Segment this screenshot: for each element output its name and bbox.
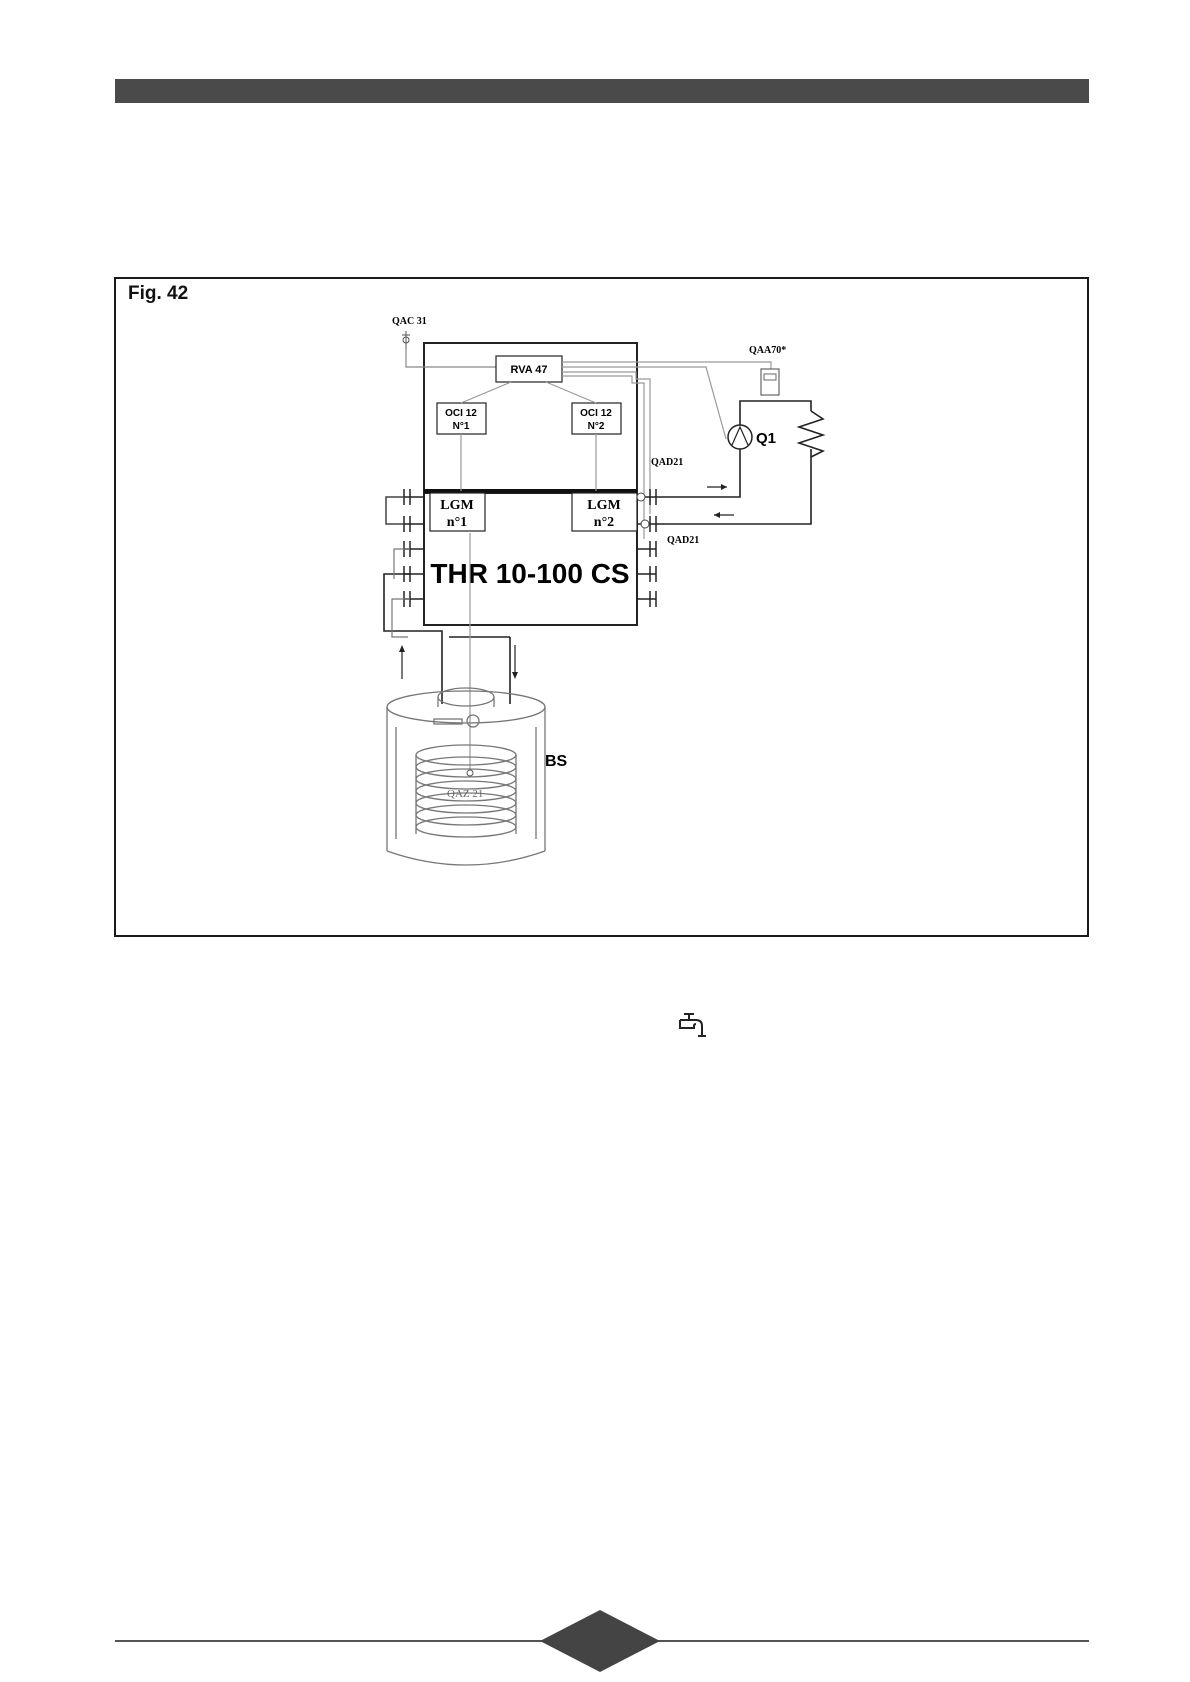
rva-label: RVA 47 xyxy=(510,364,547,376)
qaz-label: QAZ 21 xyxy=(447,788,483,800)
lgm2-label-line1: LGM xyxy=(587,498,620,513)
tank-label: BS xyxy=(545,753,568,770)
pump-q1 xyxy=(728,425,752,449)
right-connectors xyxy=(637,489,656,607)
qac-label: QAC 31 xyxy=(392,316,427,327)
footer-tab xyxy=(540,1610,660,1672)
oci2-label-line2: N°2 xyxy=(588,421,605,432)
lgm1-label-line2: n°1 xyxy=(447,515,467,530)
pump-label: Q1 xyxy=(756,430,776,447)
qaa-label: QAA70* xyxy=(749,345,786,356)
oci2-label-line1: OCI 12 xyxy=(580,408,612,419)
tap-icon xyxy=(678,1012,712,1040)
figure-frame: Fig. 42 QAC 31 RVA 47 QAA70* OCI 12 N°1 … xyxy=(114,277,1089,937)
boiler-label: THR 10-100 CS xyxy=(430,558,629,589)
heating-diagram: QAC 31 RVA 47 QAA70* OCI 12 N°1 OCI 12 N… xyxy=(116,279,1087,935)
storage-tank xyxy=(387,688,545,865)
qad-top-label: QAD21 xyxy=(651,457,683,468)
left-connectors xyxy=(404,489,424,607)
header-bar xyxy=(115,79,1089,103)
oci1-label-line1: OCI 12 xyxy=(445,408,477,419)
lgm2-label-line2: n°2 xyxy=(594,515,614,530)
lgm1-label-line1: LGM xyxy=(440,498,473,513)
qaa-unit xyxy=(761,369,779,395)
qad-bottom-label: QAD21 xyxy=(667,535,699,546)
oci1-label-line2: N°1 xyxy=(453,421,470,432)
